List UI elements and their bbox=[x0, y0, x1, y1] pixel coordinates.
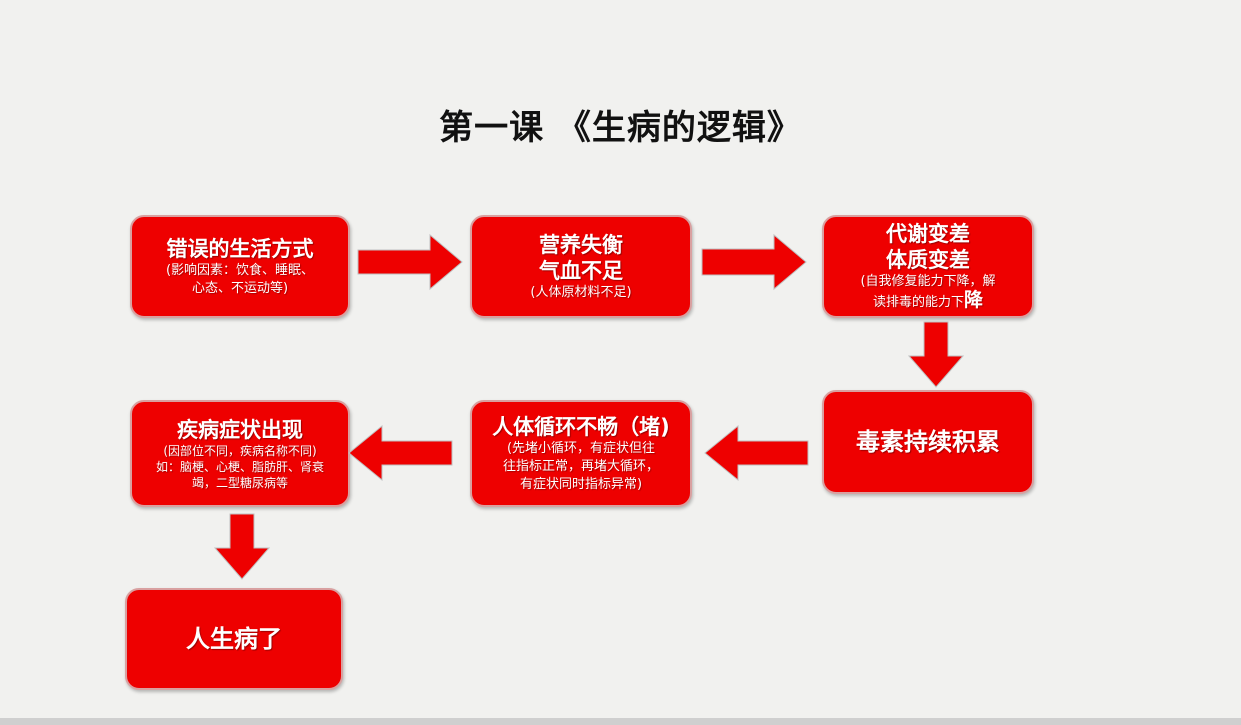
box-nutrition-imbalance-title1: 营养失衡 bbox=[539, 232, 623, 257]
box-toxin-accumulation: 毒素持续积累 bbox=[822, 390, 1034, 494]
box-nutrition-imbalance: 营养失衡 气血不足 (人体原材料不足) bbox=[470, 215, 692, 318]
box-circulation-blocked-sub3: 有症状同时指标异常) bbox=[519, 476, 643, 492]
bottom-edge-bar bbox=[0, 718, 1241, 725]
box-metabolism-worse-sub1: (自我修复能力下降，解 bbox=[860, 274, 996, 289]
box-metabolism-worse-title1: 代谢变差 bbox=[886, 222, 970, 246]
box-metabolism-worse: 代谢变差 体质变差 (自我修复能力下降，解 读排毒的能力下降 bbox=[822, 215, 1034, 318]
arrow-left-2 bbox=[348, 424, 453, 482]
box-circulation-blocked-sub1: (先堵小循环，有症状但往 bbox=[506, 440, 656, 456]
box-circulation-blocked-sub2: 往指标正常，再堵大循环， bbox=[502, 458, 659, 474]
box-metabolism-worse-title2: 体质变差 bbox=[886, 248, 970, 272]
box-toxin-accumulation-title: 毒素持续积累 bbox=[856, 428, 1000, 456]
box-disease-symptoms-sub2: 如：脑梗、心梗、脂肪肝、肾衰 bbox=[155, 459, 324, 474]
box-disease-symptoms-sub3: 竭，二型糖尿病等 bbox=[191, 475, 288, 490]
box-disease-symptoms-title: 疾病症状出现 bbox=[177, 417, 303, 442]
box-wrong-lifestyle-sub1: (影响因素：饮食、睡眠、 bbox=[165, 262, 315, 278]
box-got-sick-title: 人生病了 bbox=[186, 625, 282, 653]
arrow-left-1 bbox=[704, 424, 809, 482]
box-circulation-blocked: 人体循环不畅（堵) (先堵小循环，有症状但往 往指标正常，再堵大循环， 有症状同… bbox=[470, 400, 692, 507]
box-wrong-lifestyle: 错误的生活方式 (影响因素：饮食、睡眠、 心态、不运动等) bbox=[130, 215, 350, 318]
arrow-right-2 bbox=[701, 233, 807, 291]
arrow-right-1 bbox=[357, 233, 463, 291]
box-wrong-lifestyle-title: 错误的生活方式 bbox=[166, 236, 314, 261]
box-nutrition-imbalance-title2: 气血不足 bbox=[539, 258, 623, 283]
box-wrong-lifestyle-sub2: 心态、不运动等) bbox=[191, 280, 289, 296]
arrow-down-1 bbox=[907, 321, 965, 388]
box-nutrition-imbalance-sub: (人体原材料不足) bbox=[530, 284, 632, 300]
box-disease-symptoms-sub1: (因部位不同，疾病名称不同) bbox=[163, 443, 317, 458]
box-metabolism-worse-sub2a: 读排毒的能力下 bbox=[872, 295, 964, 310]
box-metabolism-worse-sub2b: 降 bbox=[964, 289, 984, 311]
box-metabolism-worse-sub2: 读排毒的能力下降 bbox=[867, 291, 989, 312]
page-title: 第一课 《生病的逻辑》 bbox=[439, 108, 802, 148]
arrow-down-2 bbox=[213, 513, 271, 580]
box-circulation-blocked-title: 人体循环不畅（堵) bbox=[492, 414, 670, 439]
box-got-sick: 人生病了 bbox=[125, 588, 343, 690]
box-disease-symptoms: 疾病症状出现 (因部位不同，疾病名称不同) 如：脑梗、心梗、脂肪肝、肾衰 竭，二… bbox=[130, 400, 350, 507]
